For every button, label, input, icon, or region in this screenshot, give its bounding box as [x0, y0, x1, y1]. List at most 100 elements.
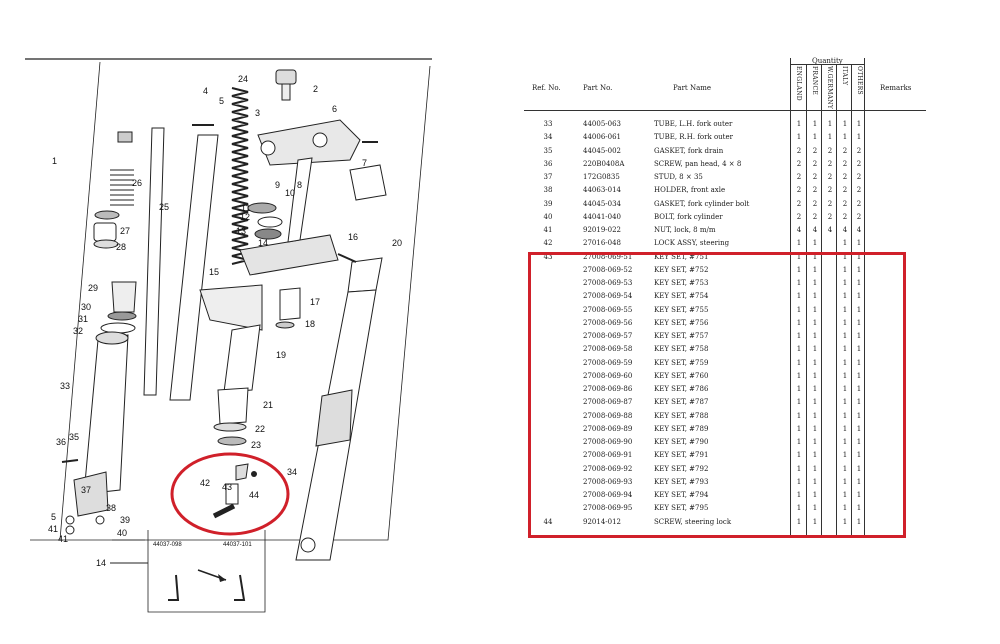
part-no-cell: 27008-069-90 [583, 438, 633, 446]
quantity-cell: 1 [796, 517, 802, 526]
quantity-cell: 1 [842, 491, 848, 499]
part-name-cell: GASKET, fork cylinder bolt [654, 199, 750, 208]
table-header-rule [524, 110, 926, 111]
ref-no-cell: 40 [543, 212, 553, 221]
part-no-cell: 27008-069-59 [583, 358, 633, 367]
quantity-cell: 1 [842, 398, 848, 407]
callout: 5 [219, 96, 224, 106]
quantity-cell: 1 [812, 358, 818, 367]
quantity-cell: 1 [856, 252, 862, 261]
callout: 35 [69, 432, 79, 442]
quantity-cell: 2 [842, 186, 848, 195]
part-name-cell: KEY SET, #753 [654, 279, 709, 287]
quantity-cell: 1 [842, 120, 848, 128]
quantity-cell: 1 [856, 451, 862, 460]
quantity-cell: 2 [812, 146, 818, 155]
quantity-cell: 1 [856, 239, 862, 248]
part-no-cell: 27008-069-54 [583, 292, 633, 301]
quantity-cell: 1 [856, 358, 862, 367]
column-divider [836, 64, 837, 538]
quantity-cell: 1 [812, 265, 818, 274]
part-name-cell: KEY SET, #790 [654, 438, 709, 446]
part-name-cell: KEY SET, #786 [654, 385, 709, 393]
quantity-cell: 1 [856, 371, 862, 380]
quantity-cell: 2 [827, 199, 833, 208]
part-no-cell: 27008-069-60 [583, 371, 633, 380]
part-no-cell: 27008-069-87 [583, 398, 633, 407]
quantity-cell: 1 [842, 305, 848, 314]
quantity-cell: 1 [796, 252, 802, 261]
quantity-cell: 1 [842, 133, 848, 142]
quantity-cell: 1 [796, 464, 802, 473]
quantity-cell: 1 [796, 265, 802, 274]
part-no-cell: 27008-069-58 [583, 345, 633, 354]
country-france: FRANCE [811, 66, 818, 96]
quantity-cell: 1 [812, 239, 818, 248]
callout: 29 [88, 283, 98, 293]
quantity-cell: 1 [856, 398, 862, 407]
quantity-cell: 1 [796, 398, 802, 407]
quantity-cell: 1 [796, 491, 802, 499]
key-set-highlight-box [528, 252, 906, 538]
part-name-cell: KEY SET, #791 [654, 451, 709, 460]
inset-lower-bridge: 44037-098 44037-101 [110, 530, 266, 613]
quantity-cell: 1 [812, 279, 818, 287]
ref-no-cell: 42 [543, 239, 553, 248]
ref-no-cell: 34 [543, 133, 553, 142]
column-divider [806, 64, 807, 538]
quantity-cell: 2 [812, 199, 818, 208]
part-no-cell: 92019-022 [583, 226, 621, 234]
part-name-cell: LOCK ASSY, steering [654, 239, 730, 248]
callout: 40 [117, 528, 127, 538]
callout: 36 [56, 437, 66, 447]
quantity-cell: 1 [856, 120, 862, 128]
part-no-cell: 27008-069-95 [583, 504, 633, 513]
part-no-cell: 44041-040 [583, 212, 621, 221]
quantity-cell: 1 [842, 239, 848, 248]
quantity-cell: 2 [796, 199, 802, 208]
quantity-cell: 1 [796, 133, 802, 142]
quantity-cell: 2 [796, 173, 802, 181]
quantity-cell: 1 [827, 120, 833, 128]
quantity-cell: 1 [812, 385, 818, 393]
quantity-cell: 1 [796, 345, 802, 354]
quantity-cell: 1 [856, 292, 862, 301]
quantity-cell: 1 [842, 252, 848, 261]
part-no-cell: 172G0835 [583, 173, 620, 181]
quantity-cell: 1 [812, 398, 818, 407]
lock-highlight-circle [170, 452, 290, 536]
quantity-cell: 2 [856, 159, 862, 168]
part-no-cell: 44005-063 [583, 120, 621, 128]
header-ref-no: Ref. No. [532, 84, 561, 92]
country-others: OTHERS [856, 66, 863, 95]
part-name-cell: KEY SET, #794 [654, 491, 709, 499]
quantity-cell: 2 [842, 173, 848, 181]
part-no-cell: 92014-012 [583, 517, 621, 526]
quantity-cell: 1 [796, 279, 802, 287]
part-name-cell: GASKET, fork drain [654, 146, 724, 155]
callout: 33 [60, 381, 70, 391]
quantity-cell: 2 [827, 159, 833, 168]
part-name-cell: KEY SET, #789 [654, 424, 709, 433]
part-no-cell: 220B0408A [583, 159, 625, 168]
quantity-cell: 4 [842, 226, 848, 234]
quantity-cell: 1 [842, 371, 848, 380]
quantity-cell: 1 [856, 477, 862, 486]
parts-list: Ref. No. Part No. Part Name Quantity Rem… [520, 0, 1000, 644]
callout: 9 [275, 180, 280, 190]
quantity-cell: 2 [796, 212, 802, 221]
callout: 37 [81, 485, 91, 495]
callout: 4 [203, 86, 208, 96]
part-name-cell: KEY SET, #751 [654, 252, 709, 261]
part-no-cell: 27008-069-56 [583, 318, 633, 327]
